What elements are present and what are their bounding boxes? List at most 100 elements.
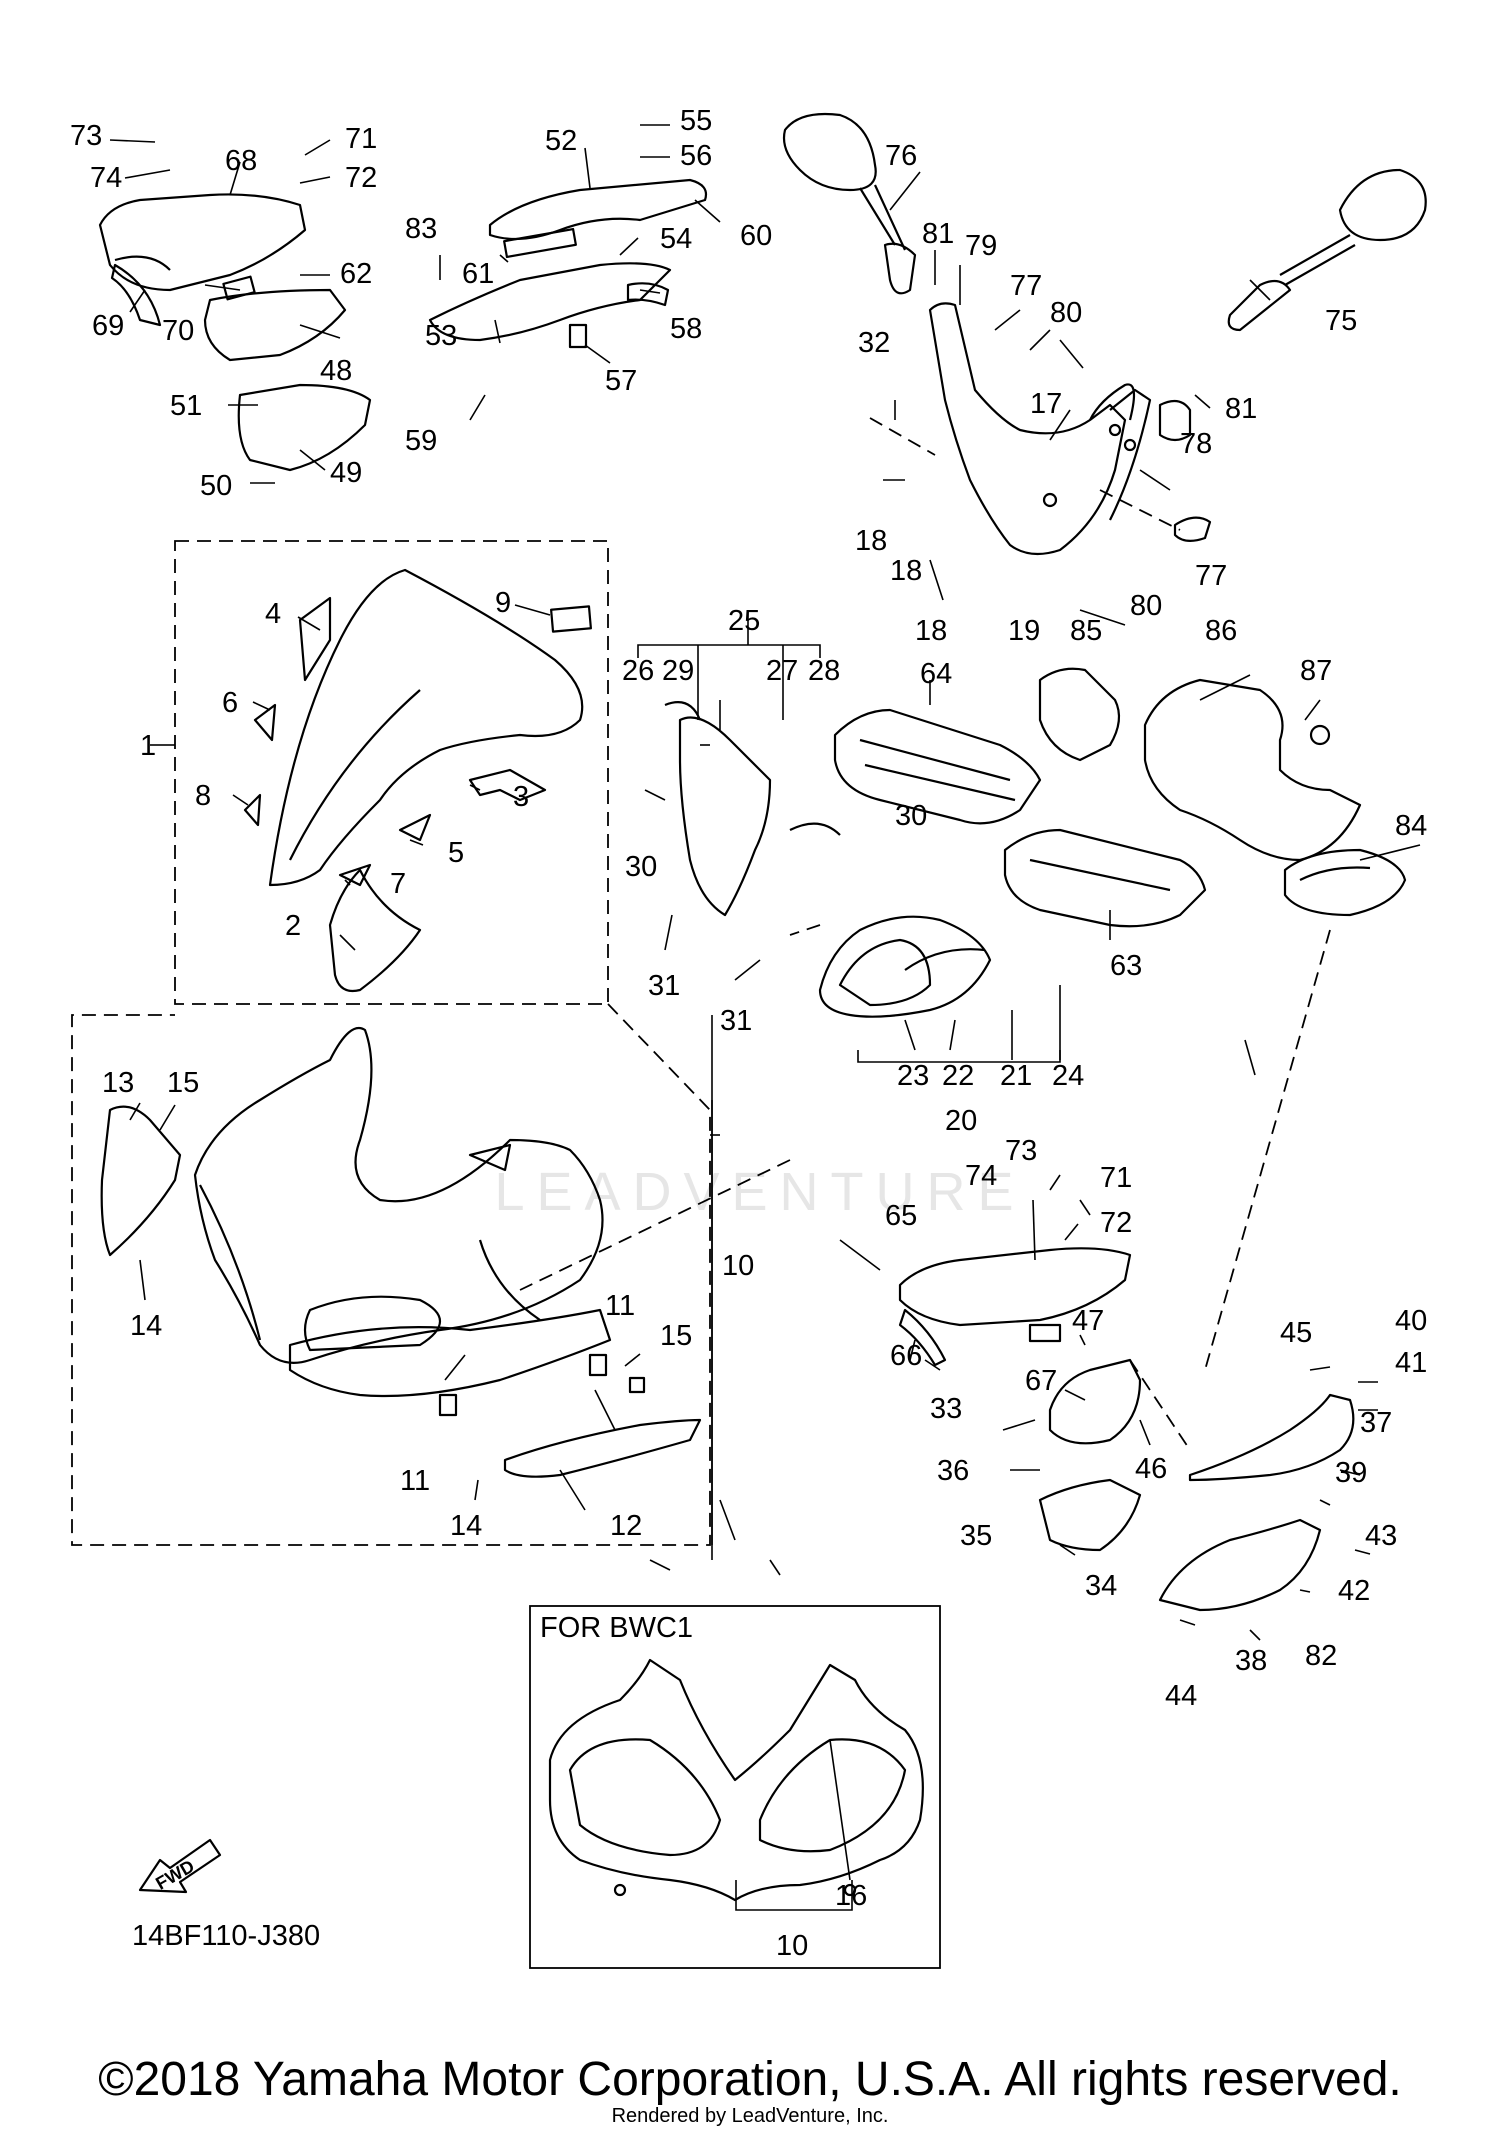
callout-8: 8 bbox=[195, 780, 211, 812]
callout-73b: 73 bbox=[1005, 1135, 1037, 1167]
callout-43: 43 bbox=[1365, 1520, 1397, 1552]
callout-18b: 18 bbox=[890, 555, 922, 587]
callout-14b: 14 bbox=[450, 1510, 482, 1542]
callout-24: 24 bbox=[1052, 1060, 1084, 1092]
cowling-stay bbox=[928, 302, 1212, 556]
callout-30b: 30 bbox=[895, 800, 927, 832]
windshield-group-box bbox=[174, 540, 609, 1005]
callout-37: 37 bbox=[1360, 1407, 1392, 1439]
callout-18a: 18 bbox=[855, 525, 887, 557]
diagram-code: 14BF110-J380 bbox=[132, 1920, 320, 1952]
callout-77a: 77 bbox=[1010, 270, 1042, 302]
callout-26: 26 bbox=[622, 655, 654, 687]
callout-15b: 15 bbox=[660, 1320, 692, 1352]
inner-panel-right-upper bbox=[898, 1247, 1132, 1367]
callout-64: 64 bbox=[920, 658, 952, 690]
callout-74b: 74 bbox=[965, 1160, 997, 1192]
callout-78: 78 bbox=[1180, 428, 1212, 460]
callout-67: 67 bbox=[1025, 1365, 1057, 1397]
callout-16: 16 bbox=[835, 1880, 867, 1912]
callout-61: 61 bbox=[462, 258, 494, 290]
callout-36: 36 bbox=[937, 1455, 969, 1487]
callout-11a: 11 bbox=[605, 1290, 635, 1322]
callout-62: 62 bbox=[340, 258, 372, 290]
copyright-notice: ©2018 Yamaha Motor Corporation, U.S.A. A… bbox=[98, 2053, 1402, 2106]
callout-73a: 73 bbox=[70, 120, 102, 152]
callout-75: 75 bbox=[1325, 305, 1357, 337]
callout-87: 87 bbox=[1300, 655, 1332, 687]
callout-4: 4 bbox=[265, 598, 281, 630]
side-cowling-right bbox=[1038, 1358, 1355, 1612]
callout-65: 65 bbox=[885, 1200, 917, 1232]
callout-23: 23 bbox=[897, 1060, 929, 1092]
callout-72b: 72 bbox=[1100, 1207, 1132, 1239]
callout-72a: 72 bbox=[345, 162, 377, 194]
callout-40: 40 bbox=[1395, 1305, 1427, 1337]
callout-48: 48 bbox=[320, 355, 352, 387]
inner-panel-left-lower bbox=[203, 288, 372, 472]
callout-47: 47 bbox=[1072, 1305, 1104, 1337]
callout-21: 21 bbox=[1000, 1060, 1032, 1092]
callout-76: 76 bbox=[885, 140, 917, 172]
bwc1-front-cowling bbox=[548, 1658, 924, 1902]
callout-3: 3 bbox=[513, 781, 529, 813]
front-cowling bbox=[100, 1027, 702, 1478]
air-duct-upper bbox=[833, 708, 1042, 825]
callout-42: 42 bbox=[1338, 1575, 1370, 1607]
callout-80b: 80 bbox=[1130, 590, 1162, 622]
callout-83: 83 bbox=[405, 213, 437, 245]
callout-31b: 31 bbox=[720, 1005, 752, 1037]
callout-9: 9 bbox=[495, 587, 511, 619]
mirror-right bbox=[1227, 168, 1427, 332]
callout-11b: 11 bbox=[400, 1465, 430, 1497]
callout-2: 2 bbox=[285, 910, 301, 942]
inner-panel-left-upper bbox=[98, 193, 307, 327]
mirror-left bbox=[782, 112, 917, 295]
callout-38: 38 bbox=[1235, 1645, 1267, 1677]
callout-55: 55 bbox=[680, 105, 712, 137]
callout-57: 57 bbox=[605, 365, 637, 397]
fwd-direction-badge: FWD bbox=[138, 1838, 222, 1894]
callout-19: 19 bbox=[1008, 615, 1040, 647]
callout-10: 10 bbox=[722, 1250, 754, 1282]
callout-81a: 81 bbox=[922, 218, 954, 250]
callout-59: 59 bbox=[405, 425, 437, 457]
callout-85: 85 bbox=[1070, 615, 1102, 647]
callout-25: 25 bbox=[728, 605, 760, 637]
callout-15a: 15 bbox=[167, 1067, 199, 1099]
callout-7: 7 bbox=[390, 868, 406, 900]
callout-14a: 14 bbox=[130, 1310, 162, 1342]
watermark: LEADVENTURE bbox=[494, 1162, 1025, 1222]
callout-66: 66 bbox=[890, 1340, 922, 1372]
callout-58: 58 bbox=[670, 313, 702, 345]
leader-lines bbox=[109, 124, 1421, 1911]
callout-31a: 31 bbox=[648, 970, 680, 1002]
callout-35: 35 bbox=[960, 1520, 992, 1552]
callout-22: 22 bbox=[942, 1060, 974, 1092]
callout-39: 39 bbox=[1335, 1457, 1367, 1489]
callout-28: 28 bbox=[808, 655, 840, 687]
cowling-group-box bbox=[71, 1003, 711, 1546]
callout-45: 45 bbox=[1280, 1317, 1312, 1349]
callout-86: 86 bbox=[1205, 615, 1237, 647]
callout-53: 53 bbox=[425, 320, 457, 352]
callout-41: 41 bbox=[1395, 1347, 1427, 1379]
callout-82: 82 bbox=[1305, 1640, 1337, 1672]
callout-12: 12 bbox=[610, 1510, 642, 1542]
callout-60: 60 bbox=[740, 220, 772, 252]
callout-49: 49 bbox=[330, 457, 362, 489]
callout-74a: 74 bbox=[90, 162, 122, 194]
callout-13: 13 bbox=[102, 1067, 134, 1099]
ram-air-duct bbox=[1038, 667, 1407, 917]
callout-79: 79 bbox=[965, 230, 997, 262]
windshield bbox=[243, 568, 592, 993]
callout-71a: 71 bbox=[345, 123, 377, 155]
callout-27: 27 bbox=[766, 655, 798, 687]
callout-labels: 1 2 3 4 5 6 7 8 9 10 11 11 12 13 14 14 1… bbox=[70, 105, 1427, 1962]
callout-34: 34 bbox=[1085, 1570, 1117, 1602]
inset-title: FOR BWC1 bbox=[540, 1612, 693, 1644]
callout-69: 69 bbox=[92, 310, 124, 342]
callout-50: 50 bbox=[200, 470, 232, 502]
callout-5: 5 bbox=[448, 837, 464, 869]
callout-63: 63 bbox=[1110, 950, 1142, 982]
